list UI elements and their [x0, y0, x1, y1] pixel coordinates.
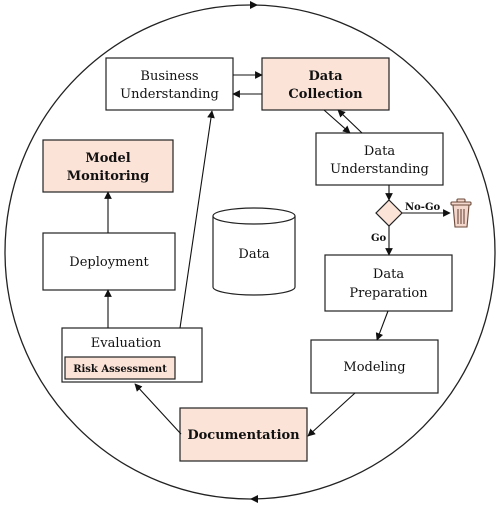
risk-assessment-label: Risk Assessment: [73, 364, 167, 375]
edge-documentation-to-evaluation: [134, 383, 182, 435]
deployment-node: Deployment: [42, 232, 176, 291]
data-preparation-line2: Preparation: [349, 286, 428, 301]
edge-collection-to-understanding: [323, 109, 351, 134]
trash-icon: [450, 198, 472, 228]
cycle-arrow-top: [250, 1, 258, 9]
edge-modeling-to-documentation: [307, 392, 356, 437]
model-monitoring-node: Model Monitoring: [42, 139, 174, 193]
documentation-node: Documentation: [179, 407, 308, 462]
data-collection-node: Data Collection: [261, 57, 390, 111]
data-store-label: Data: [238, 247, 269, 262]
business-understanding-line1: Business: [140, 69, 198, 84]
data-collection-line2: Collection: [288, 87, 363, 102]
modeling-node: Modeling: [310, 339, 439, 394]
nogo-label: No-Go: [405, 202, 441, 213]
model-monitoring-line2: Monitoring: [67, 169, 149, 184]
data-preparation-line1: Data: [373, 267, 404, 282]
data-understanding-line1: Data: [364, 144, 395, 159]
business-understanding-line2: Understanding: [120, 87, 219, 102]
edge-evaluation-to-business: [179, 110, 215, 329]
documentation-label: Documentation: [187, 428, 300, 443]
data-collection-line1: Data: [308, 69, 343, 84]
go-label: Go: [371, 233, 387, 244]
evaluation-node: Evaluation Risk Assessment: [61, 327, 203, 383]
risk-assessment-box: [64, 356, 176, 380]
modeling-label: Modeling: [343, 360, 405, 375]
model-monitoring-line1: Model: [85, 151, 130, 166]
deployment-label: Deployment: [69, 255, 149, 270]
evaluation-label: Evaluation: [91, 336, 162, 351]
go-nogo-decision: [375, 199, 403, 227]
edge-understanding-to-collection: [337, 109, 363, 134]
business-understanding-node: Business Understanding: [105, 57, 234, 111]
data-understanding-node: Data Understanding: [315, 132, 444, 186]
cycle-arrow-bottom: [250, 495, 258, 503]
data-understanding-line2: Understanding: [330, 162, 429, 177]
data-store-cylinder: Data: [212, 207, 296, 296]
data-preparation-node: Data Preparation: [324, 254, 453, 312]
edge-preparation-to-modeling: [375, 310, 389, 341]
